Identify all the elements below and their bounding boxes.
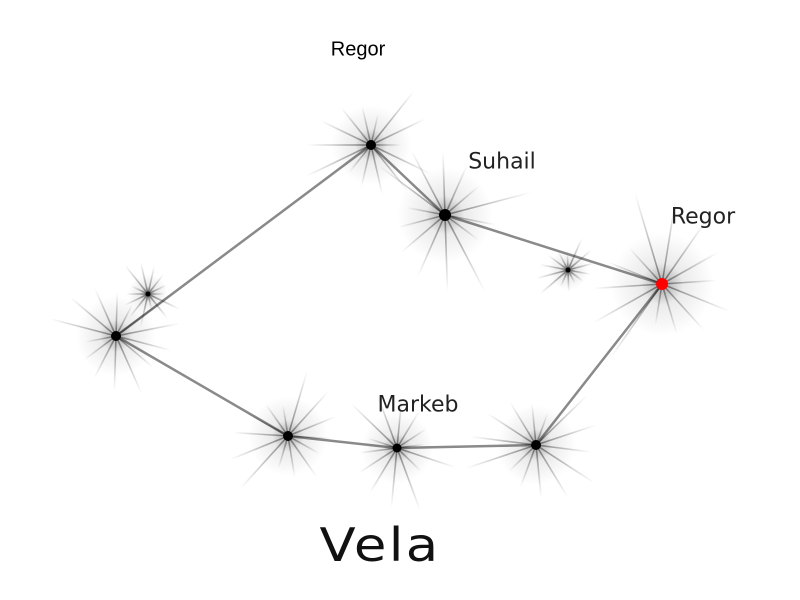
highlighted-star [592, 191, 730, 359]
star [536, 237, 595, 295]
star [49, 288, 180, 394]
constellation-title: Vela [319, 518, 441, 572]
star [229, 370, 337, 490]
star-label-regor-top: Regor [330, 38, 386, 61]
star-label-suhail: Suhail [468, 149, 536, 175]
star [465, 394, 597, 498]
star [350, 394, 456, 511]
star [124, 262, 180, 328]
star [378, 149, 532, 292]
star [305, 90, 432, 195]
star-label-markeb: Markeb [377, 392, 459, 418]
star-label-regor-right: Regor [670, 204, 736, 230]
